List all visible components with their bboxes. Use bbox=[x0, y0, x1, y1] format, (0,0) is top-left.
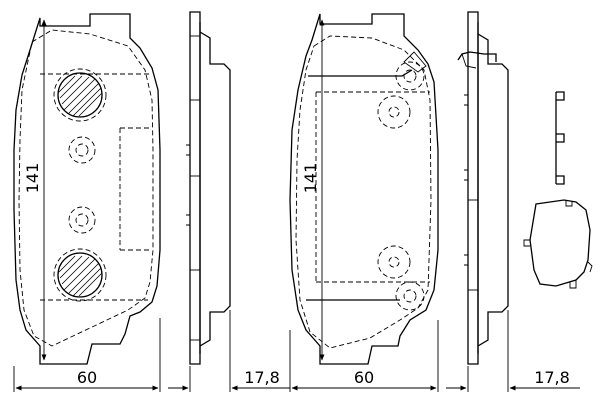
pad1-height-label: 141 bbox=[23, 163, 42, 194]
pad2-lower-hole bbox=[377, 245, 411, 279]
pad1-thickness-label: 17,8 bbox=[244, 368, 280, 387]
pad2-width-dimension: 60 bbox=[289, 320, 439, 392]
pad1-front-view bbox=[13, 13, 161, 365]
pad2-side-view bbox=[457, 11, 509, 365]
pad2-side-clip bbox=[457, 51, 497, 62]
pad1-upper-hole bbox=[68, 136, 96, 164]
pad2-height-label: 141 bbox=[301, 163, 320, 194]
pad2-upper-hole bbox=[377, 95, 411, 129]
accessory-clip-strip bbox=[555, 91, 565, 185]
pad1-bottom-pin bbox=[53, 248, 107, 302]
pad1-top-pin bbox=[53, 68, 107, 122]
pad1-side-view bbox=[186, 11, 231, 365]
pad1-lower-hole bbox=[68, 206, 96, 234]
pad2-height-dimension: 141 bbox=[301, 19, 325, 361]
pad1-height-dimension: 141 bbox=[23, 19, 47, 361]
pad2-wear-clip bbox=[403, 51, 427, 73]
pad1-width-dimension: 60 bbox=[13, 318, 161, 392]
pad1-thickness-dimension: 17,8 bbox=[168, 310, 290, 392]
pad2-front-view bbox=[289, 13, 439, 365]
pad2-bottom-right-pin bbox=[395, 281, 425, 311]
pad2-width-label: 60 bbox=[354, 368, 374, 387]
pad2-thickness-label: 17,8 bbox=[534, 368, 570, 387]
accessory-shim-plate bbox=[523, 199, 593, 289]
pad2-thickness-dimension: 17,8 bbox=[446, 310, 580, 392]
pad1-width-label: 60 bbox=[77, 368, 97, 387]
pad2-top-right-pin bbox=[395, 61, 425, 91]
